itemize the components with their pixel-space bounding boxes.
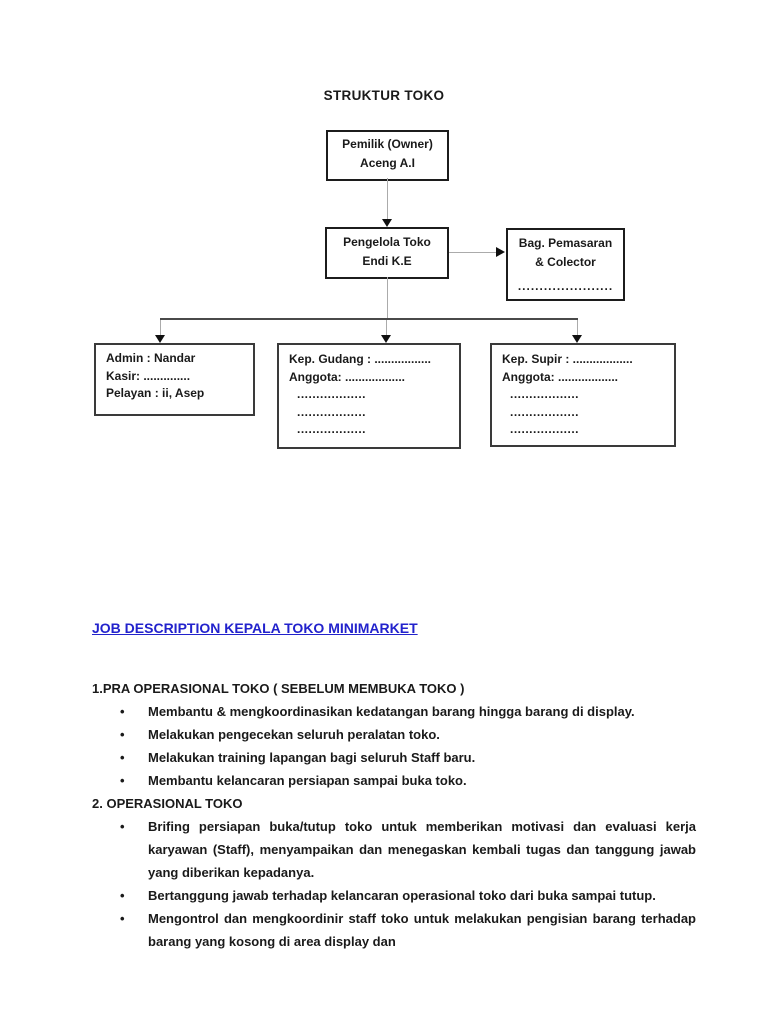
job-description-body: 1.PRA OPERASIONAL TOKO ( SEBELUM MEMBUKA…: [92, 677, 696, 953]
list-item: • Bertanggung jawab terhadap kelancaran …: [92, 884, 696, 907]
bullet-text: Membantu & mengkoordinasikan kedatangan …: [148, 704, 635, 719]
arrowhead-down-icon: [381, 335, 391, 343]
org-box-line: Anggota: ..................: [502, 369, 618, 384]
arrowhead-right-icon: [496, 247, 505, 257]
bullet-text: Brifing persiapan buka/tutup toko untuk …: [148, 819, 696, 880]
org-box-line: Kep. Supir : ..................: [502, 352, 633, 366]
connector-owner-to-manager: [387, 178, 388, 220]
org-box-line: Endi K.E: [362, 254, 412, 268]
org-box-line: ..................: [297, 387, 367, 401]
org-box-line: & Colector: [535, 255, 596, 269]
org-box-pengelola: Pengelola Toko Endi K.E: [325, 227, 449, 279]
bullet-text: Membantu kelancaran persiapan sampai buk…: [148, 773, 467, 788]
org-box-pemasaran: Bag. Pemasaran & Colector ..............…: [506, 228, 625, 301]
section-2-list: • Brifing persiapan buka/tutup toko untu…: [92, 815, 696, 953]
org-box-line: ......................: [517, 279, 614, 293]
connector-horizontal-bar: [160, 318, 578, 320]
org-box-line: Pengelola Toko: [343, 235, 431, 249]
connector-manager-to-marketing: [449, 252, 497, 253]
bullet-text: Melakukan pengecekan seluruh peralatan t…: [148, 727, 440, 742]
org-box-line: Kasir: ..............: [106, 368, 191, 383]
list-item: • Membantu & mengkoordinasikan kedatanga…: [92, 700, 696, 723]
bullet-icon: •: [120, 750, 125, 765]
org-box-pemilik: Pemilik (Owner) Aceng A.I: [326, 130, 449, 181]
connector-drop-middle: [386, 320, 387, 335]
list-item: • Melakukan training lapangan bagi selur…: [92, 746, 696, 769]
org-box-line: Anggota: ..................: [289, 369, 405, 384]
bullet-icon: •: [120, 727, 125, 742]
page-title: STRUKTUR TOKO: [323, 88, 445, 103]
arrowhead-down-icon: [155, 335, 165, 343]
list-item: • Melakukan pengecekan seluruh peralatan…: [92, 723, 696, 746]
bullet-text: Mengontrol dan mengkoordinir staff toko …: [148, 911, 696, 949]
org-box-line: Aceng A.I: [360, 156, 415, 170]
org-box-admin: Admin : Nandar Kasir: .............. Pel…: [94, 343, 255, 416]
org-box-line: Admin : Nandar: [106, 351, 196, 365]
connector-drop-left: [160, 320, 161, 335]
org-box-line: ..................: [297, 422, 367, 436]
list-item: • Mengontrol dan mengkoordinir staff tok…: [92, 907, 696, 953]
bullet-icon: •: [120, 819, 125, 834]
section-1-title: 1.PRA OPERASIONAL TOKO ( SEBELUM MEMBUKA…: [92, 681, 465, 696]
arrowhead-down-icon: [572, 335, 582, 343]
org-box-line: Kep. Gudang : .................: [289, 352, 432, 366]
bullet-icon: •: [120, 704, 125, 719]
org-box-supir: Kep. Supir : .................. Anggota:…: [490, 343, 676, 447]
connector-drop-right: [577, 320, 578, 335]
connector-manager-down: [387, 277, 388, 319]
org-box-line: ..................: [297, 404, 367, 419]
bullet-icon: •: [120, 911, 125, 926]
section-1-list: • Membantu & mengkoordinasikan kedatanga…: [92, 700, 696, 792]
bullet-text: Bertanggung jawab terhadap kelancaran op…: [148, 888, 656, 903]
bullet-icon: •: [120, 888, 125, 903]
arrowhead-down-icon: [382, 219, 392, 227]
org-box-line: ..................: [510, 404, 580, 419]
bullet-icon: •: [120, 773, 125, 788]
list-item: • Membantu kelancaran persiapan sampai b…: [92, 769, 696, 792]
org-box-line: ..................: [510, 422, 580, 436]
org-box-gudang: Kep. Gudang : ................. Anggota:…: [277, 343, 461, 449]
list-item: • Brifing persiapan buka/tutup toko untu…: [92, 815, 696, 884]
bullet-text: Melakukan training lapangan bagi seluruh…: [148, 750, 476, 765]
org-box-line: Bag. Pemasaran: [518, 236, 613, 250]
org-box-line: Pelayan : ii, Asep: [106, 386, 205, 400]
org-box-line: Pemilik (Owner): [342, 137, 433, 151]
org-box-line: ..................: [510, 387, 580, 401]
job-description-link[interactable]: JOB DESCRIPTION KEPALA TOKO MINIMARKET: [92, 620, 418, 636]
section-2-title: 2. OPERASIONAL TOKO: [92, 796, 243, 811]
